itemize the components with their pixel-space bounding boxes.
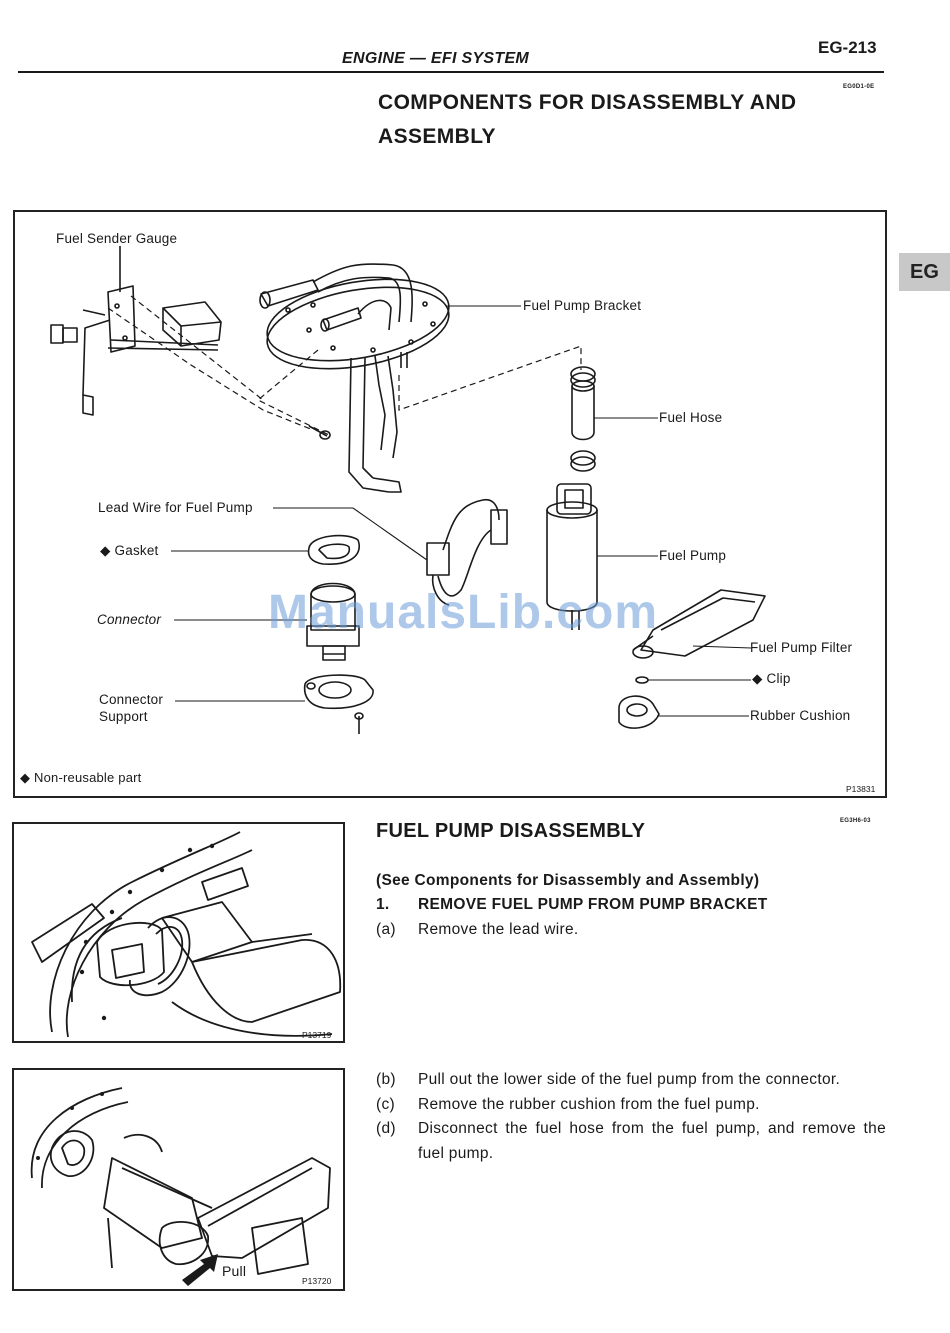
fuel-pump-bracket-drawing — [259, 263, 450, 493]
substeps-b-to-d: (b) Pull out the lower side of the fuel … — [376, 1068, 886, 1166]
substep-a: (a) Remove the lead wire. — [376, 921, 888, 939]
fuel-pump-drawing — [546, 483, 598, 630]
label-gasket: ◆ Gasket — [100, 543, 159, 558]
label-fuel-sender-gauge: Fuel Sender Gauge — [56, 231, 178, 246]
substep-a-number: (a) — [376, 921, 396, 938]
screw-drawing — [308, 425, 331, 440]
substep-b-number: (b) — [376, 1071, 396, 1088]
substep-d-text: Disconnect the fuel hose from the fuel p… — [418, 1120, 886, 1162]
lead-wire-photo-drawing — [31, 831, 342, 1038]
label-fuel-pump: Fuel Pump — [659, 548, 727, 563]
clip-drawing — [635, 676, 649, 684]
legend-non-reusable: ◆ Non-reusable part — [20, 770, 142, 785]
section-code: EG0D1-0E — [843, 84, 875, 90]
section-title-disassembly: FUEL PUMP DISASSEMBLY — [376, 820, 646, 842]
connector-support-drawing — [303, 674, 374, 734]
figure-id-components: P13831 — [846, 784, 876, 794]
fuel-sender-gauge-drawing — [50, 246, 222, 416]
label-connector-support-line2: Support — [99, 709, 148, 724]
fuel-pump-filter-drawing — [632, 589, 766, 659]
section-code-disassembly: EG3H6-03 — [840, 818, 871, 824]
figure-id-lead-wire: P13719 — [302, 1030, 332, 1040]
label-connector: Connector — [97, 612, 162, 627]
components-figure — [13, 210, 887, 798]
figure-id-pull: P13720 — [302, 1276, 332, 1286]
label-fuel-hose: Fuel Hose — [659, 410, 723, 425]
pull-arrow-label: Pull — [222, 1263, 247, 1279]
label-fuel-pump-bracket: Fuel Pump Bracket — [523, 298, 642, 313]
label-connector-support-line1: Connector — [99, 692, 164, 707]
label-fuel-pump-filter: Fuel Pump Filter — [750, 640, 853, 655]
gasket-drawing — [307, 534, 360, 565]
step-1: 1. REMOVE FUEL PUMP FROM PUMP BRACKET — [376, 896, 888, 914]
side-tab: EG — [899, 253, 950, 291]
substep-a-text: Remove the lead wire. — [418, 921, 579, 938]
connector-drawing — [306, 582, 360, 661]
lead-wire-figure — [12, 822, 345, 1043]
step-1-text: REMOVE FUEL PUMP FROM PUMP BRACKET — [418, 896, 768, 913]
label-lead-wire: Lead Wire for Fuel Pump — [98, 500, 253, 515]
components-drawing — [50, 246, 766, 734]
section-header: ENGINE — EFI SYSTEM — [342, 50, 530, 67]
header-rule — [18, 71, 884, 73]
substep-b: (b) Pull out the lower side of the fuel … — [376, 1068, 886, 1093]
label-rubber-cushion: Rubber Cushion — [750, 708, 851, 723]
step-1-number: 1. — [376, 896, 390, 913]
page-number: EG-213 — [818, 38, 877, 57]
page-title: COMPONENTS FOR DISASSEMBLY AND ASSEMBLY — [378, 91, 797, 148]
fuel-hose-drawing — [570, 366, 596, 472]
substep-c-number: (c) — [376, 1095, 395, 1113]
watermark: ManualsLib.com — [268, 586, 659, 639]
rubber-cushion-drawing — [618, 695, 660, 729]
lead-wire-drawing — [426, 498, 508, 606]
reference-note: (See Components for Disassembly and Asse… — [376, 872, 760, 889]
label-clip: ◆ Clip — [752, 671, 791, 686]
pull-photo-drawing — [30, 1087, 331, 1286]
substep-d: (d) Disconnect the fuel hose from the fu… — [376, 1117, 886, 1166]
substep-d-number: (d) — [376, 1120, 396, 1137]
substep-c-text: Remove the rubber cushion from the fuel … — [418, 1095, 760, 1113]
pull-figure — [12, 1068, 345, 1291]
substep-c: (c) Remove the rubber cushion from the f… — [376, 1093, 886, 1118]
substep-b-text: Pull out the lower side of the fuel pump… — [418, 1071, 841, 1088]
